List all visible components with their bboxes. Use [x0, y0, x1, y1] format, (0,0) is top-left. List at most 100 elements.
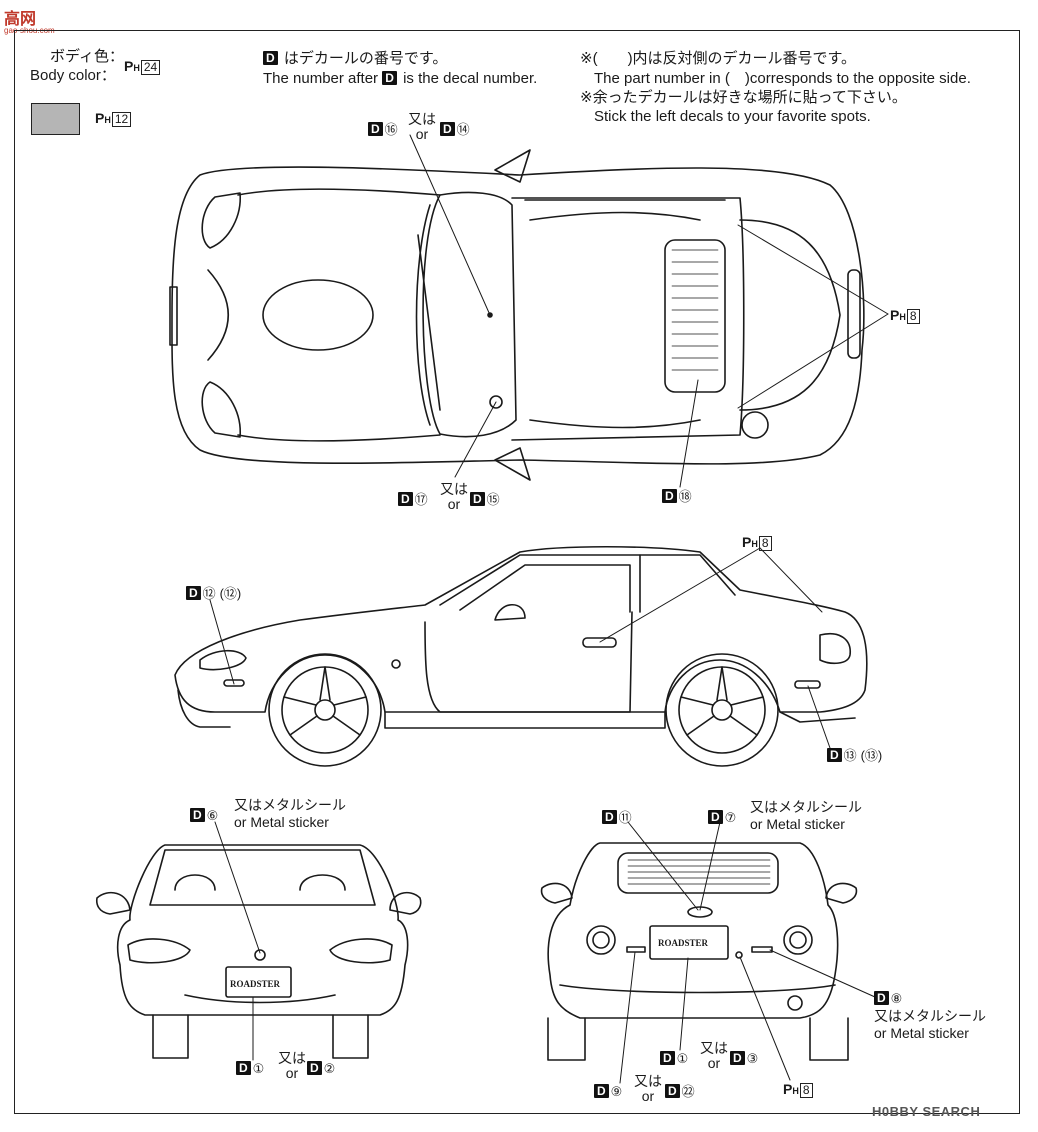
instruction-frame [14, 30, 1020, 1114]
hood-line [237, 434, 441, 442]
bumper-line [559, 984, 836, 994]
leader-line [769, 949, 876, 998]
door-handle [582, 637, 617, 648]
rear-spoiler [847, 269, 861, 359]
mirror [389, 891, 422, 915]
car-rear-view [540, 821, 876, 1084]
leader-line [214, 821, 261, 954]
taillight [783, 925, 813, 955]
leader-line [599, 547, 761, 643]
taillight-inner [789, 931, 807, 949]
taillight-inner [592, 931, 610, 949]
tires [152, 1014, 369, 1059]
top-line [529, 211, 701, 221]
rear-window [664, 239, 726, 393]
headlight [329, 938, 393, 964]
side-mirror [494, 149, 531, 183]
body-outline [174, 545, 868, 713]
car-top-view [169, 134, 889, 488]
fuel-cap [391, 659, 401, 669]
leader-line [454, 401, 497, 478]
hood-line [237, 188, 441, 196]
badge [626, 946, 646, 953]
side-marker [223, 679, 245, 687]
car-side-view [174, 545, 868, 767]
hood-bulge [262, 279, 374, 351]
side-marker [794, 680, 821, 689]
rear-window [617, 852, 779, 894]
front-spokes [283, 666, 367, 736]
taillight [586, 925, 616, 955]
leader-line [737, 224, 889, 315]
keyhole [735, 951, 743, 959]
paint-code-label: PH [124, 58, 140, 74]
body-outline [547, 842, 839, 1019]
opposite-note-en: The part number in ( )corresponds to the… [594, 70, 971, 87]
leader-line [737, 313, 889, 409]
decal-note-en: The number after D is the decal number. [263, 70, 538, 87]
leftover-note-en: Stick the left decals to your favorite s… [594, 108, 871, 125]
hood-crease [207, 269, 229, 361]
decal-marker: D [263, 51, 278, 65]
body-outline [171, 166, 865, 465]
body-outline [116, 844, 409, 1016]
mirror [494, 603, 526, 621]
mirror [95, 891, 131, 915]
leader-line [679, 957, 689, 1051]
exhaust [787, 995, 803, 1011]
leader-line [619, 951, 636, 1084]
side-mirror [494, 447, 531, 481]
front-plate [169, 286, 178, 346]
front-tire [268, 653, 382, 767]
rear-window-lines [627, 859, 771, 885]
front-bumper [177, 689, 231, 728]
rocker [384, 711, 666, 729]
front-plate-text: ROADSTER [230, 979, 281, 989]
emblem [254, 949, 266, 961]
mirror [540, 882, 573, 904]
rear-bumper [779, 711, 856, 723]
paint-number: 24 [140, 60, 161, 75]
site-logo: 高网 [4, 11, 37, 28]
leader-line [759, 547, 823, 613]
front-hub [314, 699, 336, 721]
door [424, 611, 633, 713]
rear-hub [711, 699, 733, 721]
top-rear [639, 554, 736, 596]
leftover-note-jp: ※余ったデカールは好きな場所に貼って下さい。 [580, 89, 907, 106]
car-front-view [95, 821, 422, 1061]
top-line [529, 419, 701, 429]
taillight [819, 633, 851, 665]
headlight [127, 938, 191, 964]
color-swatch [31, 103, 80, 135]
leader-line [409, 134, 491, 316]
tires [547, 1017, 849, 1061]
